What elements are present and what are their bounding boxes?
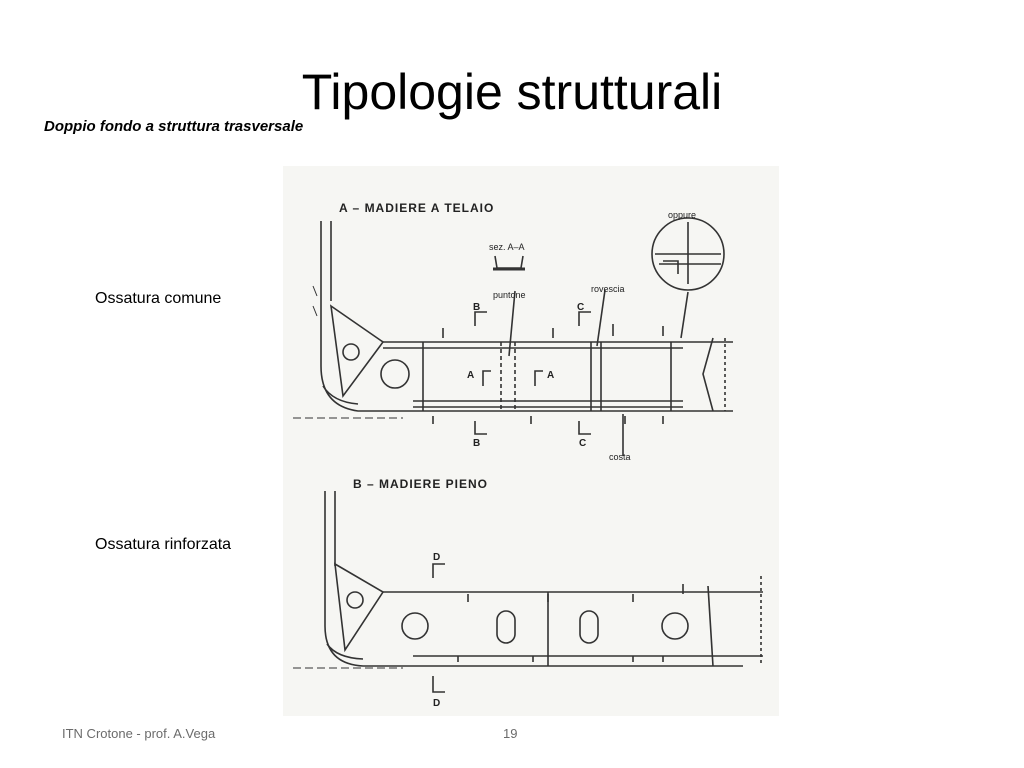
costa-label: costa <box>609 452 631 462</box>
outer-shell-a <box>320 221 733 412</box>
section-b-title: B – MADIERE PIENO <box>353 477 488 491</box>
oppure-label: oppure <box>668 210 696 220</box>
outer-shell-b <box>324 491 743 667</box>
label-ossatura-comune: Ossatura comune <box>95 290 222 307</box>
mark-c-top: C <box>577 302 584 313</box>
bracket-a <box>329 304 385 399</box>
mark-c-bottom: C <box>579 438 586 449</box>
page-number: 19 <box>503 726 518 741</box>
mark-d-bottom: D <box>433 698 440 709</box>
detail-circle <box>651 217 725 291</box>
subtitle: Doppio fondo a struttura trasversale <box>44 118 304 135</box>
puntone-label: puntone <box>493 290 526 300</box>
rovescia-label: rovescia <box>591 284 625 294</box>
sez-aa-label: sez. A–A <box>489 242 525 252</box>
drawing-svg: A – MADIERE A TELAIO sez. A–A puntone ro… <box>293 201 763 709</box>
page-title: Tipologie strutturali <box>301 64 723 120</box>
label-ossatura-rinforzata: Ossatura rinforzata <box>95 536 232 553</box>
mark-a-right: A <box>547 370 554 381</box>
mark-d-top: D <box>433 552 440 563</box>
technical-drawing: A – MADIERE A TELAIO sez. A–A puntone ro… <box>283 166 779 716</box>
footer-author: ITN Crotone - prof. A.Vega <box>62 726 216 741</box>
bracket-b <box>334 562 385 653</box>
mark-b-bottom: B <box>473 438 480 449</box>
section-a-title: A – MADIERE A TELAIO <box>339 201 494 215</box>
mark-a-left: A <box>467 370 474 381</box>
mark-b-top: B <box>473 302 480 313</box>
